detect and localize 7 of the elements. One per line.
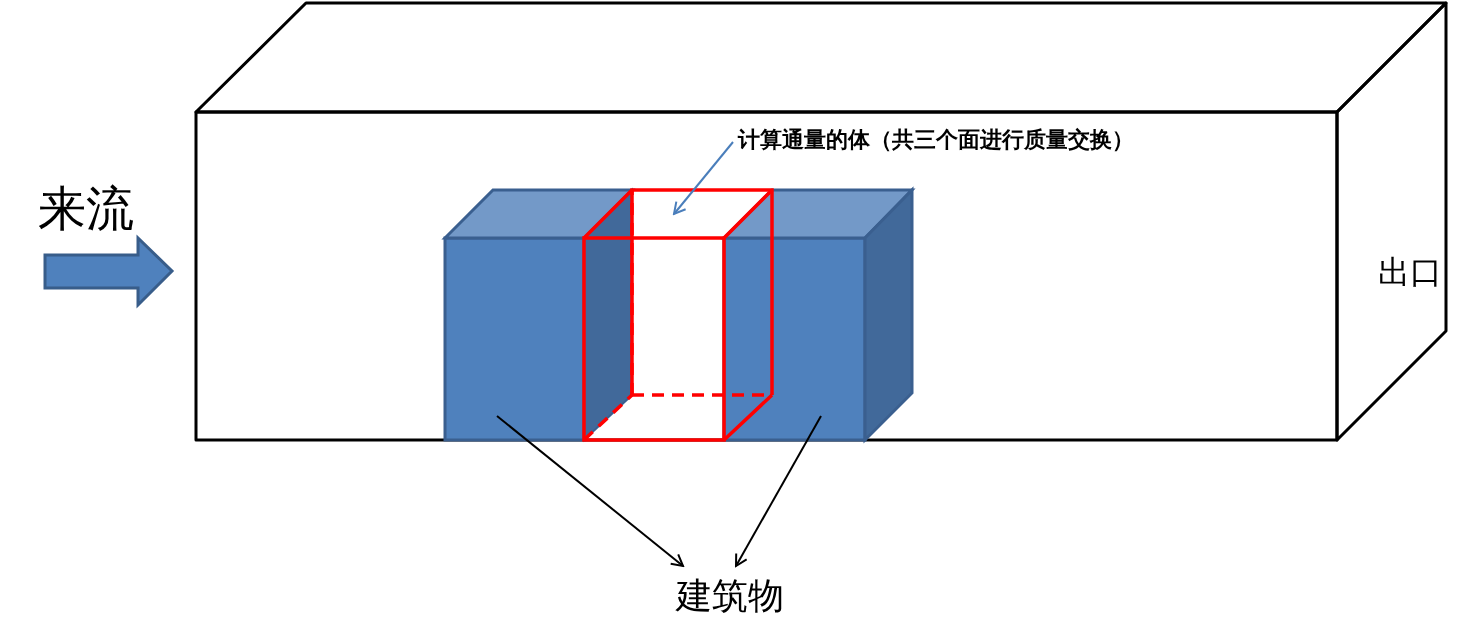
- outlet-label: 出口: [1378, 256, 1442, 288]
- callout-text: 计算通量的体（共三个面进行质量交换）: [738, 128, 1134, 150]
- arrow: [735, 415, 822, 567]
- arrow: [496, 415, 684, 567]
- flow-label: 来流: [38, 184, 134, 232]
- arrow: [673, 141, 734, 215]
- building-label: 建筑物: [676, 578, 784, 614]
